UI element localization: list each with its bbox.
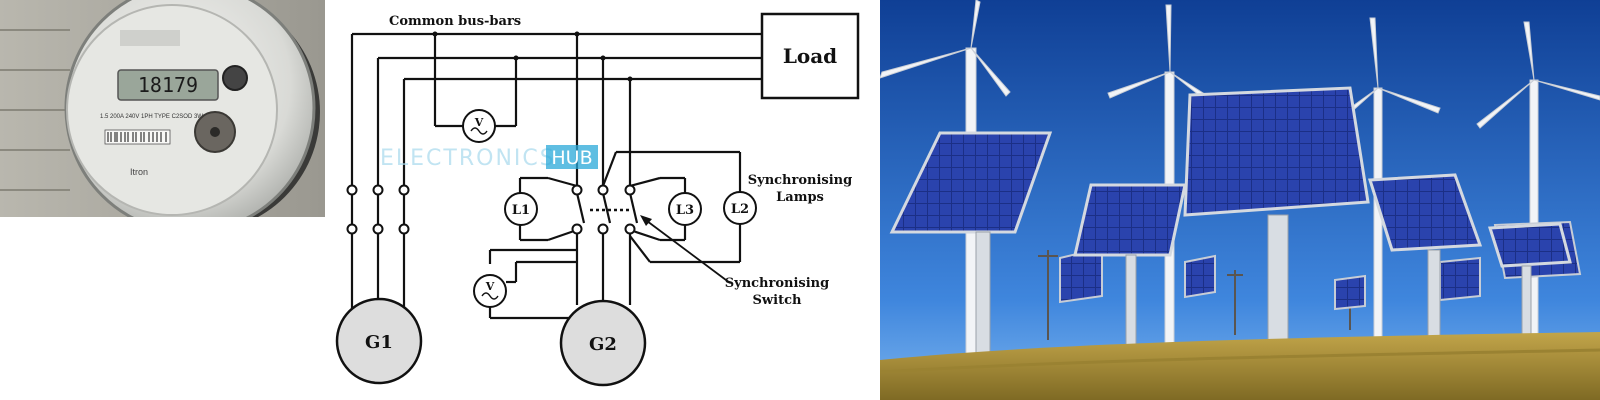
- lamp-l1-icon: [504, 192, 538, 226]
- generator-g1-icon: [335, 297, 423, 385]
- meter-rating-text: 1.5 200A 240V 1PH TYPE C2SOD 3W: [100, 114, 203, 120]
- lamp-l3-label: L3: [676, 203, 694, 218]
- switch-caption-line1: Synchronising: [725, 276, 829, 291]
- lamps-caption-line1: Synchronising: [748, 173, 852, 188]
- voltmeter-bottom-icon: [473, 274, 507, 308]
- meter-display: [117, 69, 219, 101]
- lamps-caption-line2: Lamps: [776, 190, 824, 205]
- meter-optical-port-icon: [222, 65, 248, 91]
- circuit-diagram-svg: Load Common bus-bars V V L1 L3 L2 Synchr…: [335, 12, 860, 387]
- load-box: [760, 12, 860, 100]
- watermark-hub-badge: [546, 145, 598, 169]
- solar-wind-image: [880, 0, 1600, 400]
- solar-panel-center: [1183, 86, 1370, 217]
- voltmeter-top-symbol: V: [474, 116, 484, 129]
- synchronisation-diagram: Load Common bus-bars V V L1 L3 L2 Synchr…: [330, 0, 865, 400]
- generator-g2-label: G2: [589, 334, 617, 355]
- electric-meter-photo: 18179 1.5 200A 240V 1PH TYPE C2SOD 3W It…: [0, 0, 325, 217]
- generator-g1-label: G1: [365, 332, 393, 353]
- lamp-l1-label: L1: [512, 203, 530, 218]
- lamp-l3-icon: [668, 192, 702, 226]
- load-label: Load: [783, 44, 837, 68]
- meter-reading: 18179: [138, 73, 198, 97]
- bus-bars-label: Common bus-bars: [389, 14, 521, 29]
- meter-brand: Itron: [130, 167, 148, 177]
- watermark-text: ELECTRONICS: [380, 146, 556, 171]
- switch-caption-line2: Switch: [753, 293, 802, 308]
- solar-panel-left: [889, 131, 1053, 234]
- watermark-hub-text: HUB: [551, 147, 592, 169]
- voltmeter-top-icon: [462, 109, 496, 143]
- renewable-energy-photo: [880, 0, 1600, 400]
- lamp-l2-label: L2: [731, 202, 749, 217]
- voltmeter-bottom-symbol: V: [485, 280, 495, 293]
- lamp-l2-icon: [723, 191, 757, 225]
- electric-meter-image: 18179 1.5 200A 240V 1PH TYPE C2SOD 3W It…: [0, 0, 325, 217]
- generator-g2-icon: [559, 299, 647, 387]
